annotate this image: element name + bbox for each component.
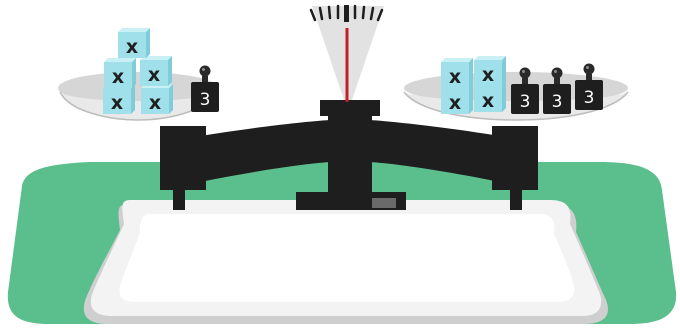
cube-x: x (140, 56, 172, 86)
svg-text:x: x (111, 92, 123, 114)
svg-text:x: x (112, 66, 124, 88)
svg-text:3: 3 (200, 90, 211, 110)
svg-text:x: x (449, 92, 461, 114)
svg-text:x: x (482, 90, 494, 112)
weight-3: 3 (191, 66, 219, 113)
svg-text:x: x (126, 36, 138, 58)
cube-x: x (104, 58, 136, 88)
svg-text:3: 3 (520, 92, 531, 112)
svg-text:x: x (482, 64, 494, 86)
svg-text:x: x (449, 66, 461, 88)
cube-x: x (441, 84, 473, 114)
svg-text:x: x (149, 92, 161, 114)
svg-text:3: 3 (584, 88, 595, 108)
cube-x: x (441, 58, 473, 88)
scale-base (84, 200, 608, 324)
cube-x: x (474, 56, 506, 86)
cube-x: x (141, 84, 173, 114)
cube-x: x (118, 28, 150, 58)
weight-3: 3 (575, 64, 603, 111)
center-plate-highlight (372, 198, 396, 208)
cube-x: x (103, 84, 135, 114)
cube-x: x (474, 82, 506, 112)
svg-text:x: x (148, 64, 160, 86)
svg-text:3: 3 (552, 92, 563, 112)
dial (311, 5, 384, 102)
